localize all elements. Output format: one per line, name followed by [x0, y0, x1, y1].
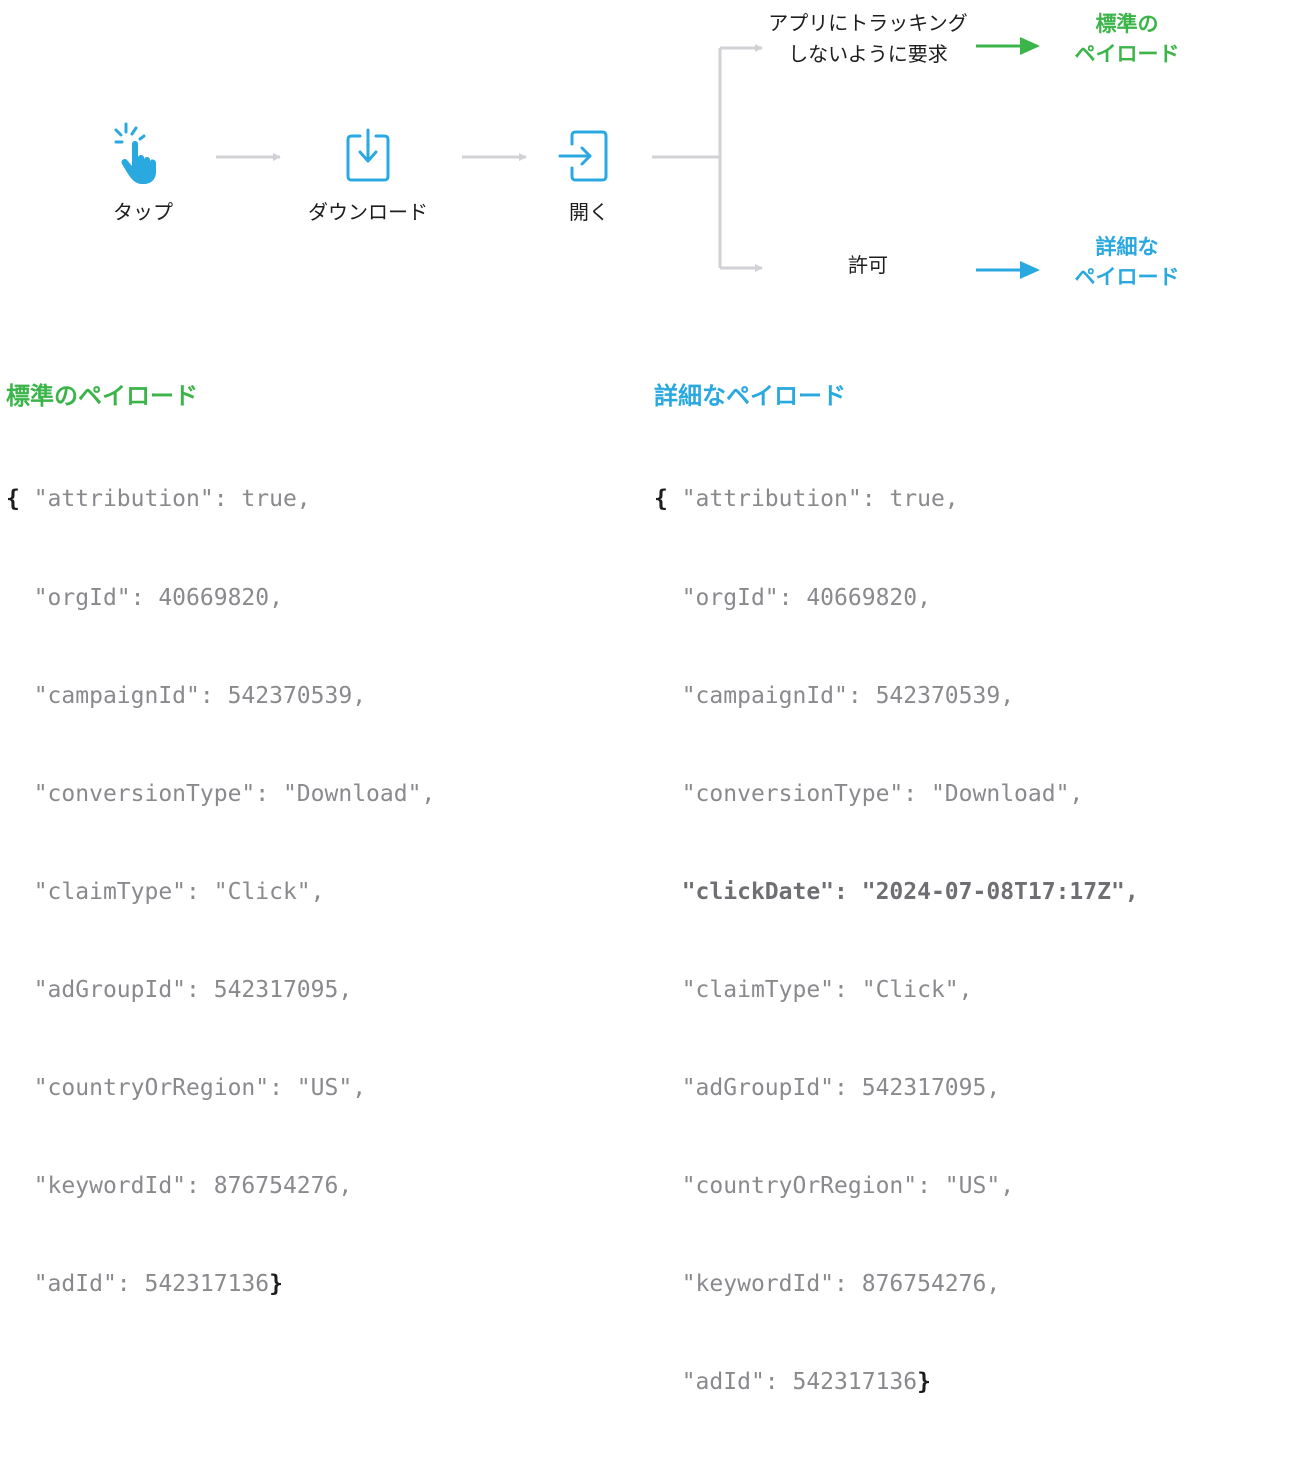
- indent: [654, 585, 682, 611]
- code-line: "campaignId": 542370539,: [6, 680, 435, 713]
- detailed-payload-block: 詳細なペイロード { "attribution": true, "orgId":…: [654, 378, 1139, 1465]
- code-line: "conversionType": "Download",: [654, 778, 1139, 811]
- detailed-result-line1: 詳細な: [1096, 235, 1159, 259]
- code-text: "adId": 542317136: [681, 1369, 918, 1396]
- tap-hand-icon: [114, 122, 156, 184]
- indent: [654, 879, 682, 905]
- code-text: "adGroupId": 542317095,: [681, 1075, 1001, 1102]
- indent: [6, 683, 34, 709]
- step-label-tap: タップ: [113, 200, 173, 224]
- standard-result-line2: ペイロード: [1075, 42, 1180, 66]
- code-text: "campaignId": 542370539,: [33, 682, 367, 709]
- step-label-open: 開く: [569, 200, 609, 224]
- code-line: "adId": 542317136}: [654, 1366, 1139, 1399]
- indent: [654, 781, 682, 807]
- code-line: "orgId": 40669820,: [654, 582, 1139, 615]
- code-text: "countryOrRegion": "US",: [681, 1173, 1015, 1200]
- code-text: "attribution": true,: [33, 486, 311, 513]
- code-text: "orgId": 40669820,: [33, 584, 283, 611]
- code-line: "countryOrRegion": "US",: [654, 1170, 1139, 1203]
- code-text: "orgId": 40669820,: [681, 584, 931, 611]
- open-brace: {: [6, 486, 34, 513]
- code-text: "clickDate": "2024-07-08T17:17Z",: [681, 878, 1139, 905]
- indent: [6, 879, 34, 905]
- indent: [6, 585, 34, 611]
- code-line: "claimType": "Click",: [6, 876, 435, 909]
- indent: [654, 683, 682, 709]
- code-line: "campaignId": 542370539,: [654, 680, 1139, 713]
- code-text: "claimType": "Click",: [33, 878, 325, 905]
- indent: [6, 1173, 34, 1199]
- code-text: "keywordId": 876754276,: [681, 1271, 1001, 1298]
- indent: [6, 1075, 34, 1101]
- branch-top-label-line1: アプリにトラッキング: [768, 11, 967, 35]
- code-text: "conversionType": "Download",: [681, 780, 1084, 807]
- code-line: "keywordId": 876754276,: [654, 1268, 1139, 1301]
- indent: [654, 1075, 682, 1101]
- attribution-flow-diagram: タップ ダウンロード 開く アプリにトラッキング しないように要求 許可 標準の…: [113, 11, 1180, 289]
- code-text: "conversionType": "Download",: [33, 780, 436, 807]
- code-line: "conversionType": "Download",: [6, 778, 436, 811]
- code-text: "claimType": "Click",: [681, 976, 973, 1003]
- open-brace: {: [654, 486, 682, 513]
- detailed-payload-code: { "attribution": true, "orgId": 40669820…: [654, 418, 1139, 1465]
- code-text: "campaignId": 542370539,: [681, 682, 1015, 709]
- indent: [654, 977, 682, 1003]
- indent: [654, 1271, 682, 1297]
- standard-payload-block: 標準のペイロード { "attribution": true, "orgId":…: [6, 378, 435, 1366]
- arrow-to-standard-result: [976, 37, 1040, 55]
- code-line: "adGroupId": 542317095,: [654, 1072, 1139, 1105]
- branch-connector: [652, 48, 722, 268]
- code-line-highlighted: "clickDate": "2024-07-08T17:17Z",: [654, 876, 1139, 909]
- code-text: "adId": 542317136: [33, 1271, 270, 1298]
- code-line: "adId": 542317136}: [6, 1268, 435, 1301]
- arrow-to-detailed-result: [976, 261, 1040, 279]
- standard-result-line1: 標準の: [1096, 12, 1159, 36]
- close-brace: }: [269, 1271, 283, 1298]
- indent: [6, 1271, 34, 1297]
- code-text: "keywordId": 876754276,: [33, 1173, 353, 1200]
- branch-top-label-line2: しないように要求: [788, 42, 948, 66]
- branch-bottom-label: 許可: [848, 253, 888, 277]
- code-line: "orgId": 40669820,: [6, 582, 435, 615]
- indent: [654, 1369, 682, 1395]
- standard-payload-title: 標準のペイロード: [6, 382, 198, 410]
- code-line: "countryOrRegion": "US",: [6, 1072, 435, 1105]
- standard-payload-code: { "attribution": true, "orgId": 40669820…: [6, 418, 435, 1366]
- open-app-icon: [558, 130, 608, 182]
- step-label-download: ダウンロード: [308, 200, 428, 224]
- code-text: "attribution": true,: [681, 486, 959, 513]
- code-text: "countryOrRegion": "US",: [33, 1075, 367, 1102]
- code-line: { "attribution": true,: [654, 483, 1139, 516]
- code-line: "adGroupId": 542317095,: [6, 974, 435, 1007]
- indent: [6, 977, 34, 1003]
- code-line: "keywordId": 876754276,: [6, 1170, 435, 1203]
- download-tray-icon: [346, 128, 390, 182]
- code-text: "adGroupId": 542317095,: [33, 976, 353, 1003]
- detailed-result-line2: ペイロード: [1075, 265, 1180, 289]
- code-line: { "attribution": true,: [6, 483, 435, 516]
- code-line: "claimType": "Click",: [654, 974, 1139, 1007]
- indent: [654, 1173, 682, 1199]
- detailed-payload-title: 詳細なペイロード: [654, 382, 846, 410]
- close-brace: }: [917, 1369, 931, 1396]
- indent: [6, 781, 34, 807]
